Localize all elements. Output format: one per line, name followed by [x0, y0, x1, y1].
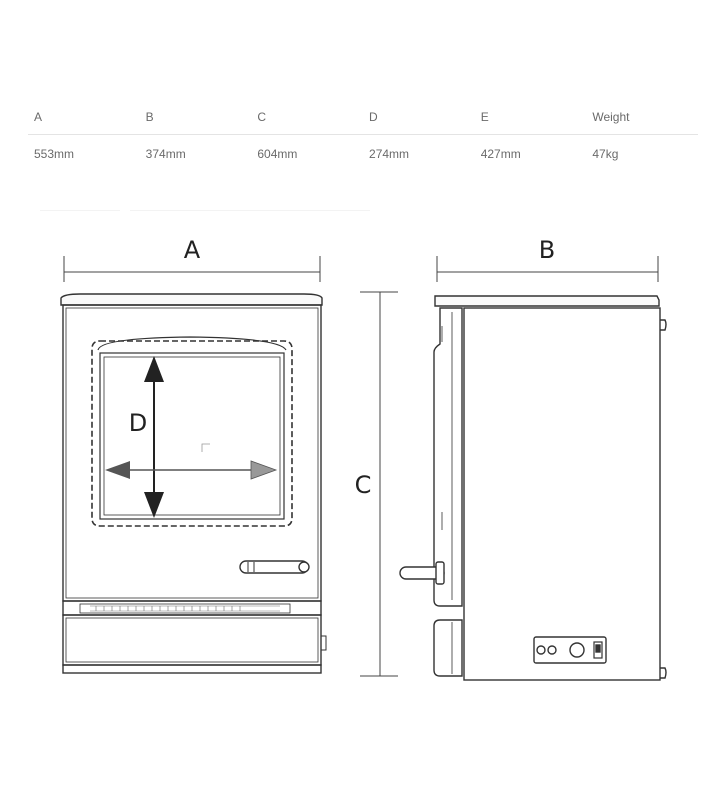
label-d: D	[129, 409, 147, 437]
stove-side-view	[399, 295, 667, 681]
dimension-e-arrow	[105, 460, 278, 480]
faint-divider	[130, 210, 370, 211]
faint-divider	[40, 210, 120, 211]
header-c: C	[257, 110, 267, 124]
header-d: D	[369, 110, 378, 124]
label-b: B	[539, 236, 555, 264]
dimension-c: C	[355, 291, 398, 677]
header-a: A	[34, 110, 43, 124]
header-weight: Weight	[592, 110, 630, 124]
value-c: 604mm	[257, 147, 298, 161]
value-a: 553mm	[34, 147, 75, 161]
value-b: 374mm	[145, 147, 186, 161]
header-b: B	[145, 110, 154, 124]
label-a: A	[184, 236, 201, 264]
value-e: 427mm	[480, 147, 521, 161]
stove-front-view	[60, 293, 327, 674]
dimension-a: A	[63, 236, 321, 282]
header-e: E	[480, 110, 489, 124]
dimension-b: B	[436, 236, 659, 282]
dimensions-header-row: A B C D E Weight	[28, 100, 698, 135]
dimension-d: D	[129, 356, 164, 518]
value-weight: 47kg	[592, 147, 619, 161]
dimensions-table: A B C D E Weight 553mm 374mm 604mm 274mm…	[28, 100, 698, 173]
label-c: C	[355, 471, 372, 499]
dimensions-value-row: 553mm 374mm 604mm 274mm 427mm 47kg	[28, 135, 698, 173]
value-d: 274mm	[369, 147, 410, 161]
